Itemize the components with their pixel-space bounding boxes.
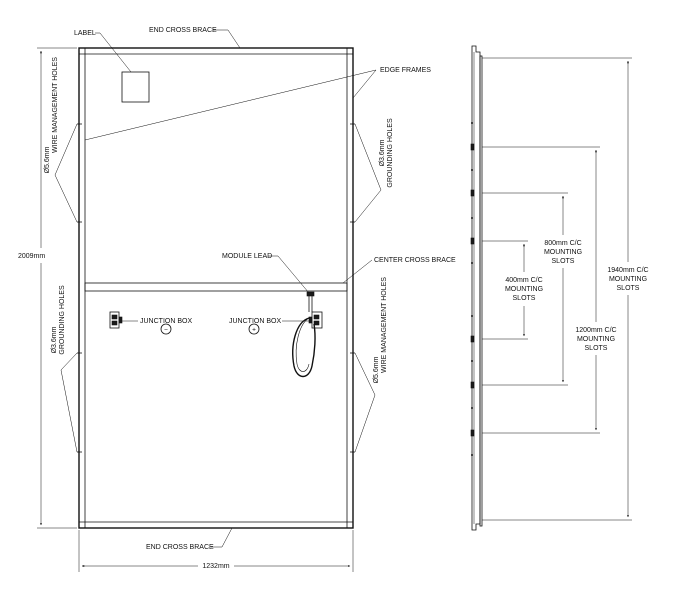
slots-1200-line-1: 1200mm C/C (575, 327, 616, 334)
leader-right-ground-top (354, 123, 382, 191)
left-wire-hole-dia: Ø5.6mm (44, 146, 51, 173)
left-ground-hole-dia: Ø3.6mm (51, 326, 58, 353)
left-ground-hole-annotation: Ø3.6mm GROUNDING HOLES (51, 285, 66, 355)
slots-1940-line-2: MOUNTING (609, 276, 647, 283)
right-ground-hole-annotation: Ø3.6mm GROUNDING HOLES (379, 118, 394, 188)
right-wire-hole-annotation: Ø5.6mm WIRE MANAGEMENT HOLES (373, 277, 388, 384)
center-cross-brace-label: CENTER CROSS BRACE (374, 257, 456, 264)
slots-400-line-2: MOUNTING (505, 286, 543, 293)
outer-frame (78, 47, 354, 529)
leader-module-lead (268, 255, 310, 294)
left-ground-hole-text: GROUNDING HOLES (59, 285, 66, 355)
leader-left-ground-bottom (60, 369, 78, 453)
edge-frames-label: EDGE FRAMES (380, 67, 431, 74)
module-side-view: 400mm C/C MOUNTING SLOTS 800mm C/C MOUNT… (470, 45, 649, 531)
right-ground-hole-dia: Ø3.6mm (379, 139, 386, 166)
plus-sign: + (252, 327, 256, 334)
leader-right-wire-bottom (354, 394, 376, 453)
leader-left-ground-top (60, 352, 78, 371)
leader-right-ground-bottom (354, 189, 382, 223)
leader-left-wire-bottom (54, 174, 78, 223)
label-box (121, 71, 150, 103)
left-wire-hole-annotation: Ø5.6mm WIRE MANAGEMENT HOLES (44, 57, 59, 174)
slots-400-line-1: 400mm C/C (505, 277, 542, 284)
slots-1200-line-3: SLOTS (585, 345, 608, 352)
junction-box-left (109, 311, 123, 329)
leader-edge-frames-left (84, 69, 377, 141)
slots-800-line-3: SLOTS (552, 258, 575, 265)
junction-box-right-label: JUNCTION BOX (229, 318, 281, 325)
module-lead-label: MODULE LEAD (222, 253, 272, 260)
slots-1940-line-1: 1940mm C/C (607, 267, 648, 274)
positive-terminal-icon (248, 323, 260, 335)
height-dimension: 2009mm (18, 253, 45, 260)
right-wire-hole-dia: Ø5.6mm (373, 356, 380, 383)
leader-edge-frames-right (352, 69, 377, 99)
slots-800-line-1: 800mm C/C (544, 240, 581, 247)
mounting-slots (470, 122, 475, 456)
module-lead-cable (292, 291, 316, 378)
leader-end-cross-brace-top (213, 29, 241, 49)
frame-holes (77, 123, 355, 453)
side-profile-outline (471, 45, 481, 531)
minus-sign: − (164, 327, 168, 334)
junction-box-right (308, 311, 323, 329)
leader-center-cross-brace (342, 259, 373, 284)
module-back-view: − + END CROSS BRACE LABEL EDGE FRAMES MO… (18, 27, 456, 572)
leader-end-cross-brace-bottom (211, 527, 233, 548)
end-cross-brace-bottom-label: END CROSS BRACE (146, 544, 214, 551)
slots-800-line-2: MOUNTING (544, 249, 582, 256)
side-profile-lip (479, 55, 483, 527)
right-ground-hole-text: GROUNDING HOLES (387, 118, 394, 188)
left-wire-hole-text: WIRE MANAGEMENT HOLES (52, 57, 59, 153)
label-label: LABEL (74, 30, 96, 37)
center-cross-brace (84, 282, 348, 292)
slots-1200-line-2: MOUNTING (577, 336, 615, 343)
negative-terminal-icon (160, 323, 172, 335)
leader-left-wire-top (54, 123, 78, 176)
slots-1940-line-3: SLOTS (617, 285, 640, 292)
slots-400-line-3: SLOTS (513, 295, 536, 302)
end-cross-brace-top-label: END CROSS BRACE (149, 27, 217, 34)
junction-box-left-label: JUNCTION BOX (140, 318, 192, 325)
width-dimension: 1232mm (202, 563, 229, 570)
right-wire-hole-text: WIRE MANAGEMENT HOLES (381, 277, 388, 373)
leader-label (95, 32, 132, 73)
leader-right-wire-top (354, 352, 376, 396)
